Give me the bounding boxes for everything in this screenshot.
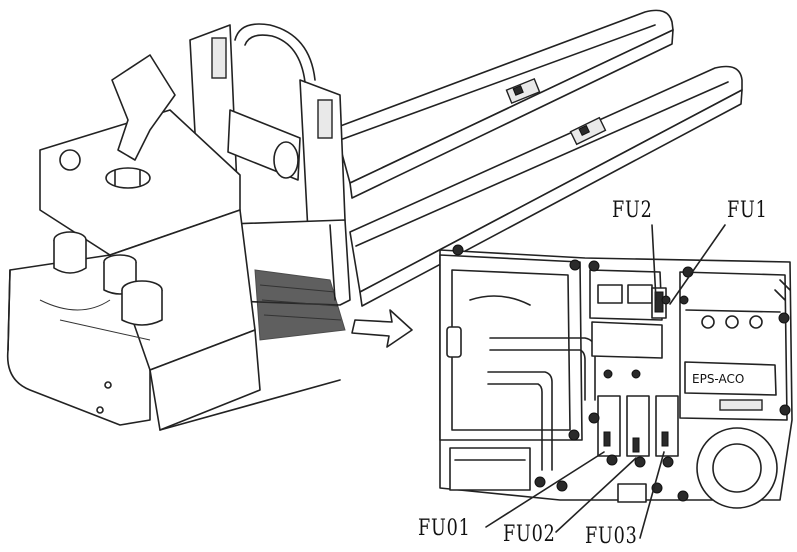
label-fu02: FU02 [503,522,556,547]
label-fu01: FU01 [418,516,471,541]
callout-arrow [351,309,413,348]
fork-left [334,9,674,199]
module-text: EPS-ACO [692,372,744,386]
controller-panel: EPS-ACO [439,244,793,509]
label-fu1: FU1 [727,198,768,223]
truck-body [6,54,346,431]
label-fu2: FU2 [612,198,653,223]
leader-lines [485,224,726,539]
label-fu03: FU03 [585,524,638,549]
